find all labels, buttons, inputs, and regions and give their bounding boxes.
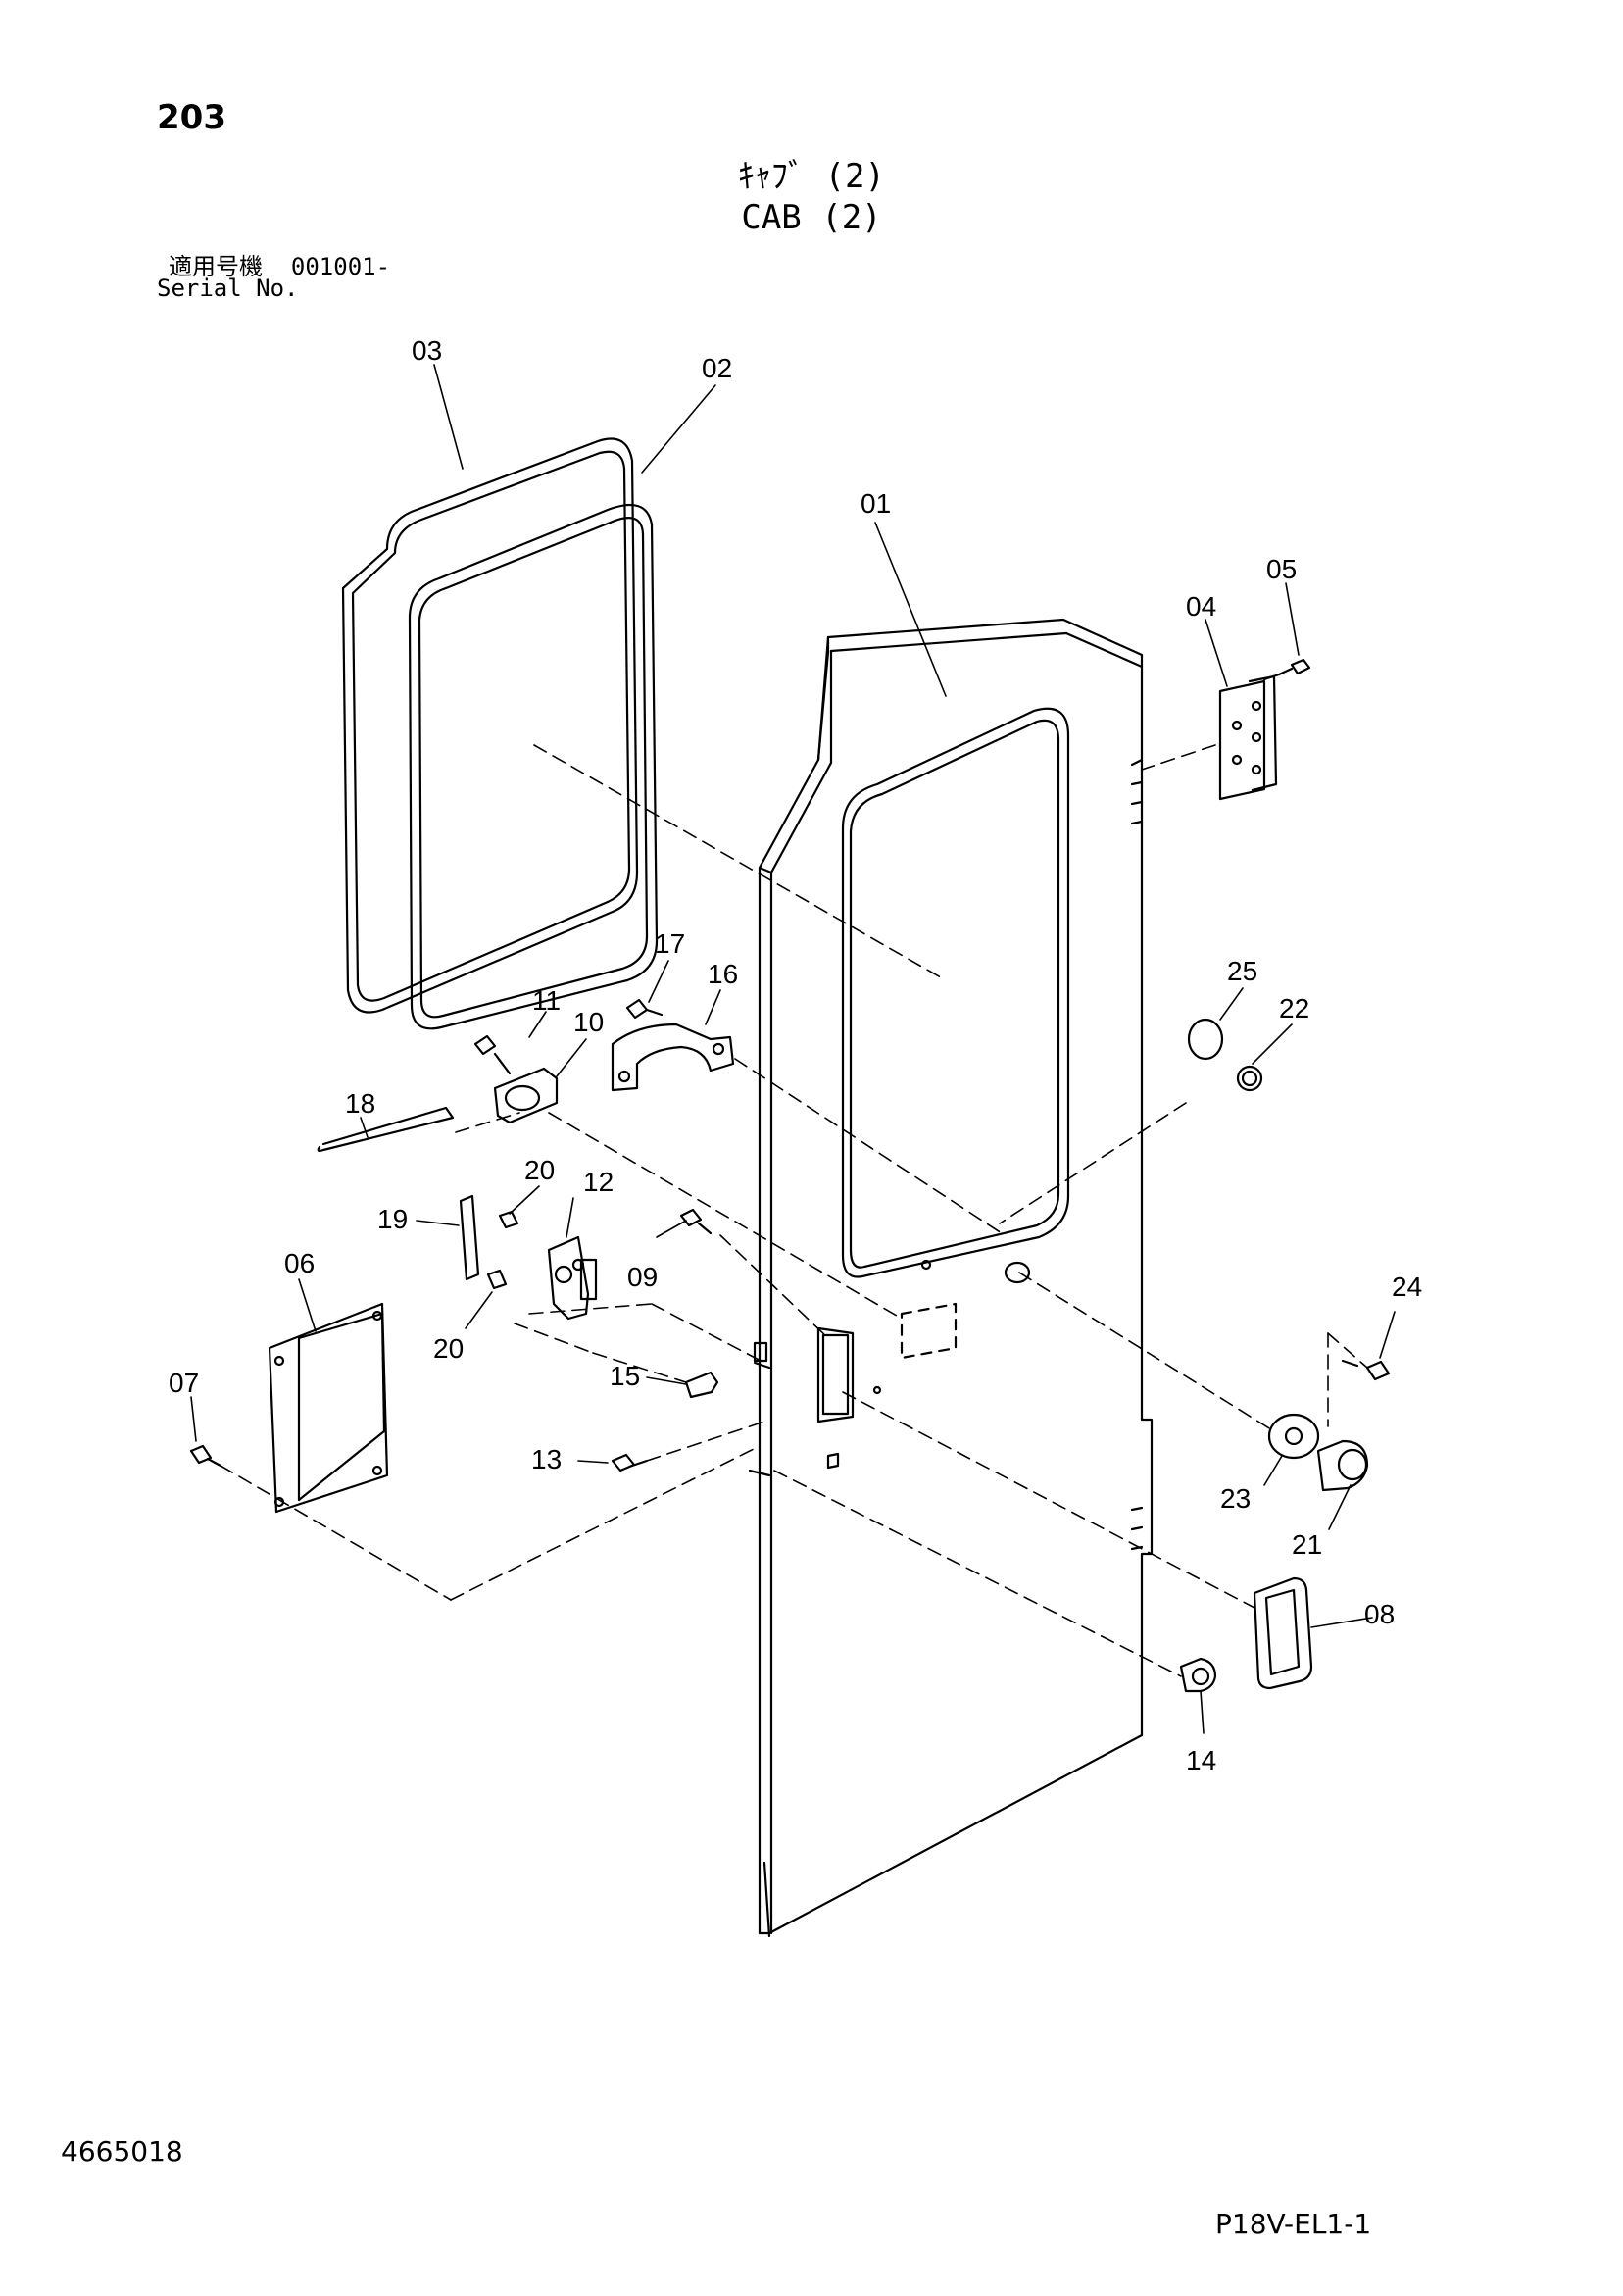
- window-frame-seal: [341, 437, 659, 1030]
- callout-23: 23: [1220, 1483, 1251, 1514]
- callout-labels: 01 02 03 04 05 06 07 08 09 10 11 12 13 1…: [169, 335, 1422, 1775]
- callout-18: 18: [345, 1088, 375, 1119]
- callout-05: 05: [1266, 554, 1297, 584]
- callout-10: 10: [573, 1007, 604, 1037]
- rod-parts: [317, 1106, 519, 1290]
- callout-07: 07: [169, 1368, 199, 1398]
- assembly-lines: [220, 744, 1368, 1677]
- callout-09: 09: [627, 1262, 658, 1292]
- lock-parts: [1187, 1018, 1391, 1492]
- callout-08: 08: [1364, 1599, 1395, 1629]
- cover-plate: [189, 1302, 389, 1514]
- callout-04: 04: [1186, 591, 1216, 622]
- pull-handle: [1179, 1576, 1313, 1693]
- serial-label-english: Serial No.: [157, 275, 299, 302]
- bolts-middle: [611, 1208, 719, 1472]
- callout-25: 25: [1227, 956, 1257, 986]
- hinge-part: [1218, 658, 1311, 801]
- callout-22: 22: [1279, 993, 1309, 1023]
- callout-20b: 20: [433, 1333, 464, 1364]
- callout-06: 06: [284, 1248, 315, 1278]
- serial-line-japanese: 適用号機 001001-: [169, 247, 390, 281]
- callout-17: 17: [655, 928, 685, 959]
- serial-value: 001001-: [290, 253, 391, 280]
- document-number: 4665018: [61, 2135, 183, 2168]
- sheet-code: P18V-EL1-1: [1215, 2208, 1372, 2240]
- callout-14: 14: [1186, 1745, 1216, 1775]
- callout-19: 19: [377, 1204, 408, 1234]
- door-panel: [748, 618, 1154, 1938]
- title-japanese: ｷｬﾌﾞ (2): [738, 157, 885, 196]
- grab-handle: [611, 998, 735, 1092]
- callout-21: 21: [1292, 1529, 1322, 1560]
- page-number: 203: [157, 98, 226, 137]
- callout-15: 15: [610, 1361, 640, 1391]
- leader-lines: [190, 364, 1396, 1734]
- callout-12: 12: [583, 1167, 614, 1197]
- serial-label-japanese: 適用号機: [169, 253, 263, 280]
- callout-02: 02: [702, 353, 732, 383]
- title-english: CAB (2): [741, 198, 882, 237]
- callout-03: 03: [412, 335, 442, 366]
- callout-01: 01: [861, 488, 891, 519]
- callout-24: 24: [1392, 1272, 1422, 1302]
- callout-20a: 20: [524, 1155, 555, 1185]
- latch-assembly: [473, 1034, 598, 1321]
- callout-11: 11: [532, 985, 561, 1016]
- callout-16: 16: [708, 959, 738, 989]
- callout-13: 13: [531, 1444, 562, 1474]
